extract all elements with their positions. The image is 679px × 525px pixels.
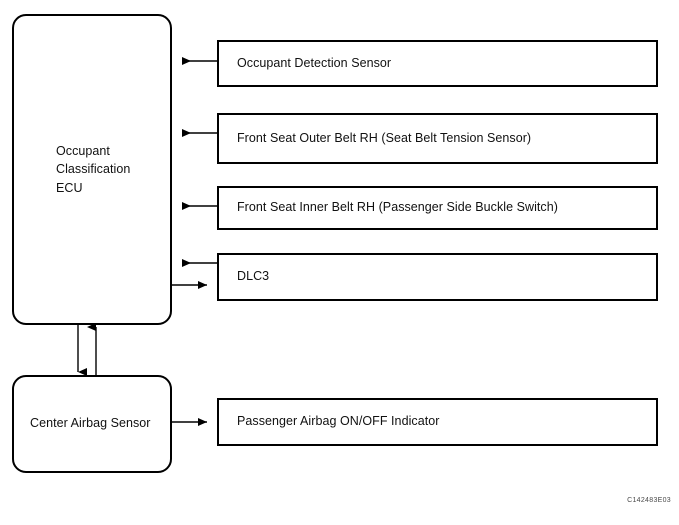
node-center-airbag-sensor[interactable]: Center Airbag Sensor [12, 375, 172, 473]
node-occupant-detection-sensor[interactable]: Occupant Detection Sensor [217, 40, 658, 87]
node-center-airbag-sensor-label: Center Airbag Sensor [30, 416, 151, 431]
node-passenger-airbag-on-off-indicator[interactable]: Passenger Airbag ON/OFF Indicator [217, 398, 658, 446]
node-occupant-detection-sensor-label: Occupant Detection Sensor [237, 55, 392, 70]
node-occupant-classification-ecu-label: Occupant Classification ECU [56, 144, 131, 195]
node-dlc3[interactable]: DLC3 [217, 253, 658, 301]
node-passenger-airbag-on-off-indicator-label: Passenger Airbag ON/OFF Indicator [237, 414, 440, 429]
figure-reference-code: C142483E03 [627, 497, 671, 504]
node-front-seat-outer-belt-rh[interactable]: Front Seat Outer Belt RH (Seat Belt Tens… [217, 113, 658, 164]
node-occupant-classification-ecu[interactable]: Occupant Classification ECU [12, 14, 172, 325]
node-front-seat-inner-belt-rh[interactable]: Front Seat Inner Belt RH (Passenger Side… [217, 186, 658, 230]
node-front-seat-outer-belt-rh-label: Front Seat Outer Belt RH (Seat Belt Tens… [237, 130, 532, 145]
node-front-seat-inner-belt-rh-label: Front Seat Inner Belt RH (Passenger Side… [237, 200, 558, 215]
node-dlc3-label: DLC3 [237, 269, 270, 284]
